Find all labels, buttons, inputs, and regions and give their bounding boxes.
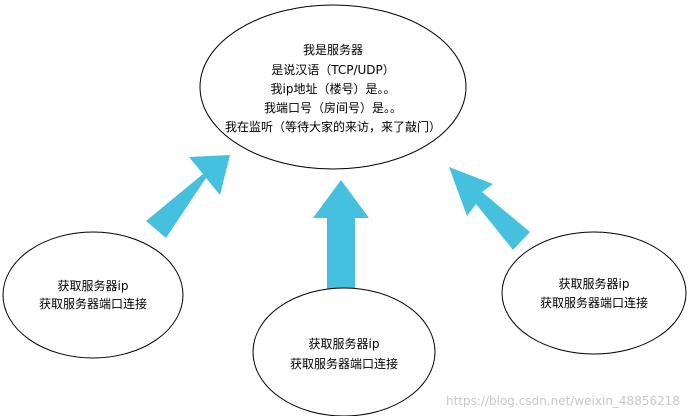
client-right-line-1: 获取服务器ip bbox=[559, 276, 630, 291]
server-node: 我是服务器 是说汉语（TCP/UDP） 我ip地址（楼号）是。。 我端口号（房间… bbox=[199, 4, 467, 170]
server-line-3: 我ip地址（楼号）是。。 bbox=[271, 81, 396, 96]
arrow-right-client-to-server bbox=[449, 167, 530, 250]
arrow-shape bbox=[146, 155, 230, 238]
server-line-5: 我在监听（等待大家的来访，来了敲门） bbox=[225, 119, 441, 134]
client-left-line-1: 获取服务器ip bbox=[58, 278, 129, 293]
arrow-shape bbox=[449, 167, 530, 250]
client-left-line-2: 获取服务器端口连接 bbox=[39, 296, 147, 311]
client-ellipse bbox=[252, 287, 436, 416]
server-line-4: 我端口号（房间号）是。。 bbox=[264, 100, 402, 115]
client-middle-line-2: 获取服务器端口连接 bbox=[290, 356, 398, 371]
watermark-text: https://blog.csdn.net/weixin_48856218 bbox=[446, 394, 680, 408]
client-node-right: 获取服务器ip 获取服务器端口连接 bbox=[501, 231, 687, 355]
client-node-middle: 获取服务器ip 获取服务器端口连接 bbox=[252, 287, 436, 416]
server-ellipse bbox=[199, 4, 467, 170]
client-ellipse bbox=[501, 231, 687, 355]
client-node-left: 获取服务器ip 获取服务器端口连接 bbox=[2, 231, 184, 359]
server-line-1: 我是服务器 bbox=[303, 42, 363, 57]
arrow-middle-client-to-server bbox=[313, 180, 369, 289]
client-ellipse bbox=[2, 231, 184, 359]
arrow-shape bbox=[313, 180, 369, 289]
client-middle-line-1: 获取服务器ip bbox=[309, 336, 380, 351]
arrow-left-client-to-server bbox=[146, 155, 230, 238]
server-line-2: 是说汉语（TCP/UDP） bbox=[271, 62, 395, 77]
client-right-line-2: 获取服务器端口连接 bbox=[540, 295, 648, 310]
